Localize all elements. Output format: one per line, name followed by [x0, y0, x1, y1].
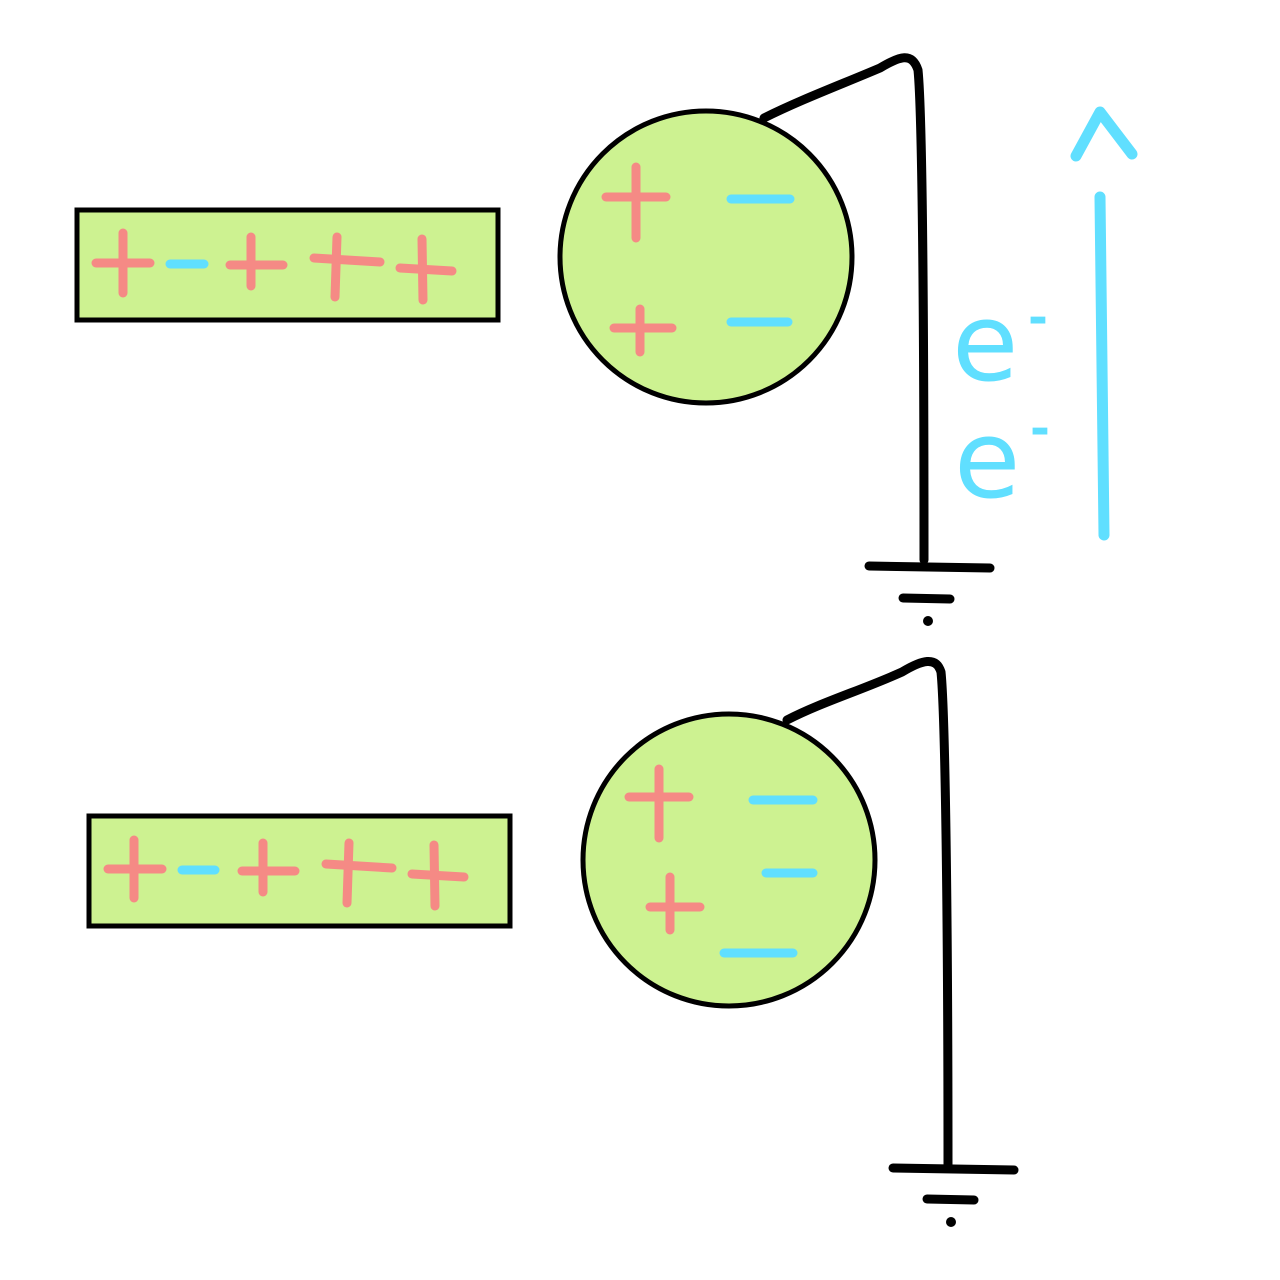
ground-wire — [759, 53, 929, 565]
electron-label: e — [954, 398, 1020, 523]
conducting-sphere — [580, 711, 878, 1009]
bottom-panel — [86, 657, 1019, 1227]
plus-charge — [407, 840, 469, 911]
arrow-shaft — [1094, 191, 1110, 541]
plus-charge — [225, 232, 288, 291]
caret-up-icon — [1070, 106, 1138, 162]
ground-symbol-icon — [864, 561, 995, 626]
top-panel: e - e - — [74, 53, 1138, 626]
ground-symbol-icon — [888, 1163, 1019, 1227]
rod-charge-signs — [91, 228, 457, 305]
conducting-sphere — [557, 108, 855, 406]
plus-charge — [103, 835, 167, 903]
plus-charge — [601, 162, 671, 243]
plus-charge — [609, 304, 677, 357]
rod-charge-signs — [103, 835, 469, 911]
plus-charge — [237, 838, 300, 897]
plus-charge — [91, 228, 155, 298]
plus-charge — [645, 872, 705, 935]
plus-charge — [309, 232, 385, 302]
electron-labels: e - e - — [952, 281, 1050, 523]
electron-charge-superscript: - — [1028, 290, 1048, 346]
plus-charge — [395, 234, 457, 305]
ground-wire — [782, 657, 953, 1171]
sphere-charge-signs — [601, 162, 795, 357]
sphere-charge-signs — [624, 764, 818, 958]
electron-charge-superscript: - — [1030, 401, 1050, 457]
electron-label: e — [952, 281, 1018, 406]
plus-charge — [321, 838, 397, 908]
plus-charge — [624, 764, 694, 843]
electron-flow-arrow — [1070, 106, 1138, 541]
